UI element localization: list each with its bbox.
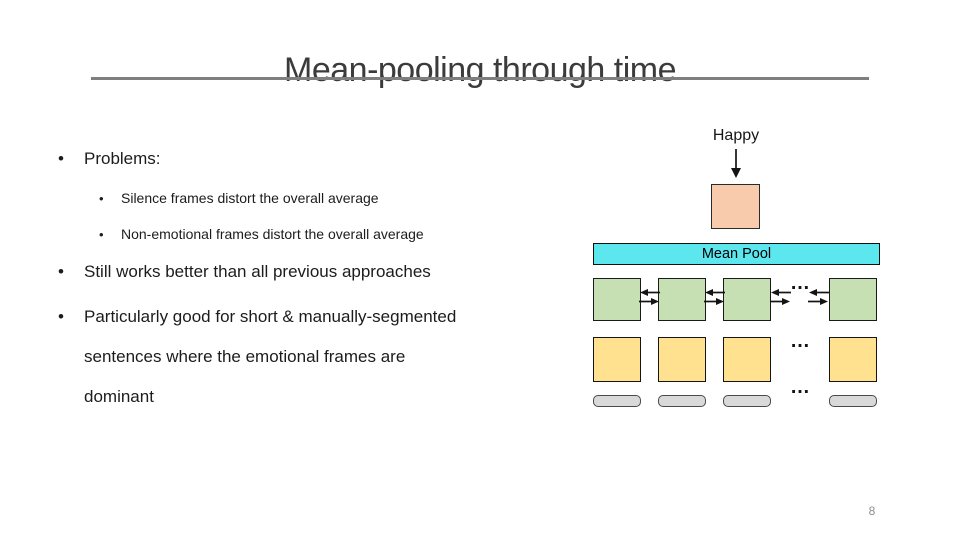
slide-title: Mean-pooling through time [284, 50, 676, 89]
page-number: 8 [868, 504, 876, 518]
title-underline [91, 77, 869, 80]
feature-frame-cell [593, 337, 641, 382]
down-arrow-icon [731, 149, 741, 178]
ellipsis: … [790, 272, 810, 294]
mean-pool-bar: Mean Pool [593, 243, 880, 265]
hidden-state-cell [723, 278, 771, 321]
ellipsis: … [790, 376, 810, 398]
bullet-text: Non-emotional frames distort the overall… [121, 226, 424, 242]
bullet-item: • Still works better than all previous a… [58, 259, 528, 285]
bullet-text: Particularly good for short & manually-s… [84, 297, 456, 417]
input-segment-bar [658, 395, 706, 407]
bullet-line: Particularly good for short & manually-s… [84, 307, 457, 326]
input-segment-bar [829, 395, 877, 407]
bullet-marker: • [99, 227, 104, 242]
bullet-text: Still works better than all previous app… [84, 262, 431, 281]
bullet-marker: • [58, 307, 64, 326]
bullet-text: Silence frames distort the overall avera… [121, 190, 379, 206]
hidden-state-cell [829, 278, 877, 321]
bullet-list: • Problems: • Silence frames distort the… [58, 146, 528, 417]
feature-frame-cell [723, 337, 771, 382]
mean-pool-label: Mean Pool [701, 246, 772, 262]
bullet-item: • Silence frames distort the overall ave… [58, 188, 528, 209]
feature-frame-cell [658, 337, 706, 382]
ellipsis: … [790, 330, 810, 352]
bullet-line: dominant [84, 387, 154, 406]
bidirectional-arrows-icon [704, 289, 725, 305]
bullet-line: sentences where the emotional frames are [84, 347, 406, 366]
bidirectional-arrows-icon [808, 289, 829, 305]
bullet-text: Problems: [84, 149, 161, 168]
feature-frame-cell [829, 337, 877, 382]
hidden-state-cell [593, 278, 641, 321]
bullet-item: • Particularly good for short & manually… [58, 297, 528, 417]
bullet-marker: • [58, 149, 64, 168]
bidirectional-arrows-icon [639, 289, 660, 305]
input-segment-bar [723, 395, 771, 407]
bidirectional-arrows-icon [770, 289, 791, 305]
bullet-item: • Non-emotional frames distort the overa… [58, 224, 528, 245]
bullet-item: • Problems: [58, 146, 528, 172]
bullet-marker: • [99, 191, 104, 206]
input-segment-bar [593, 395, 641, 407]
bullet-marker: • [58, 262, 64, 281]
emotion-label: Happy [712, 127, 760, 144]
pooled-output-cell [711, 184, 760, 229]
hidden-state-cell [658, 278, 706, 321]
